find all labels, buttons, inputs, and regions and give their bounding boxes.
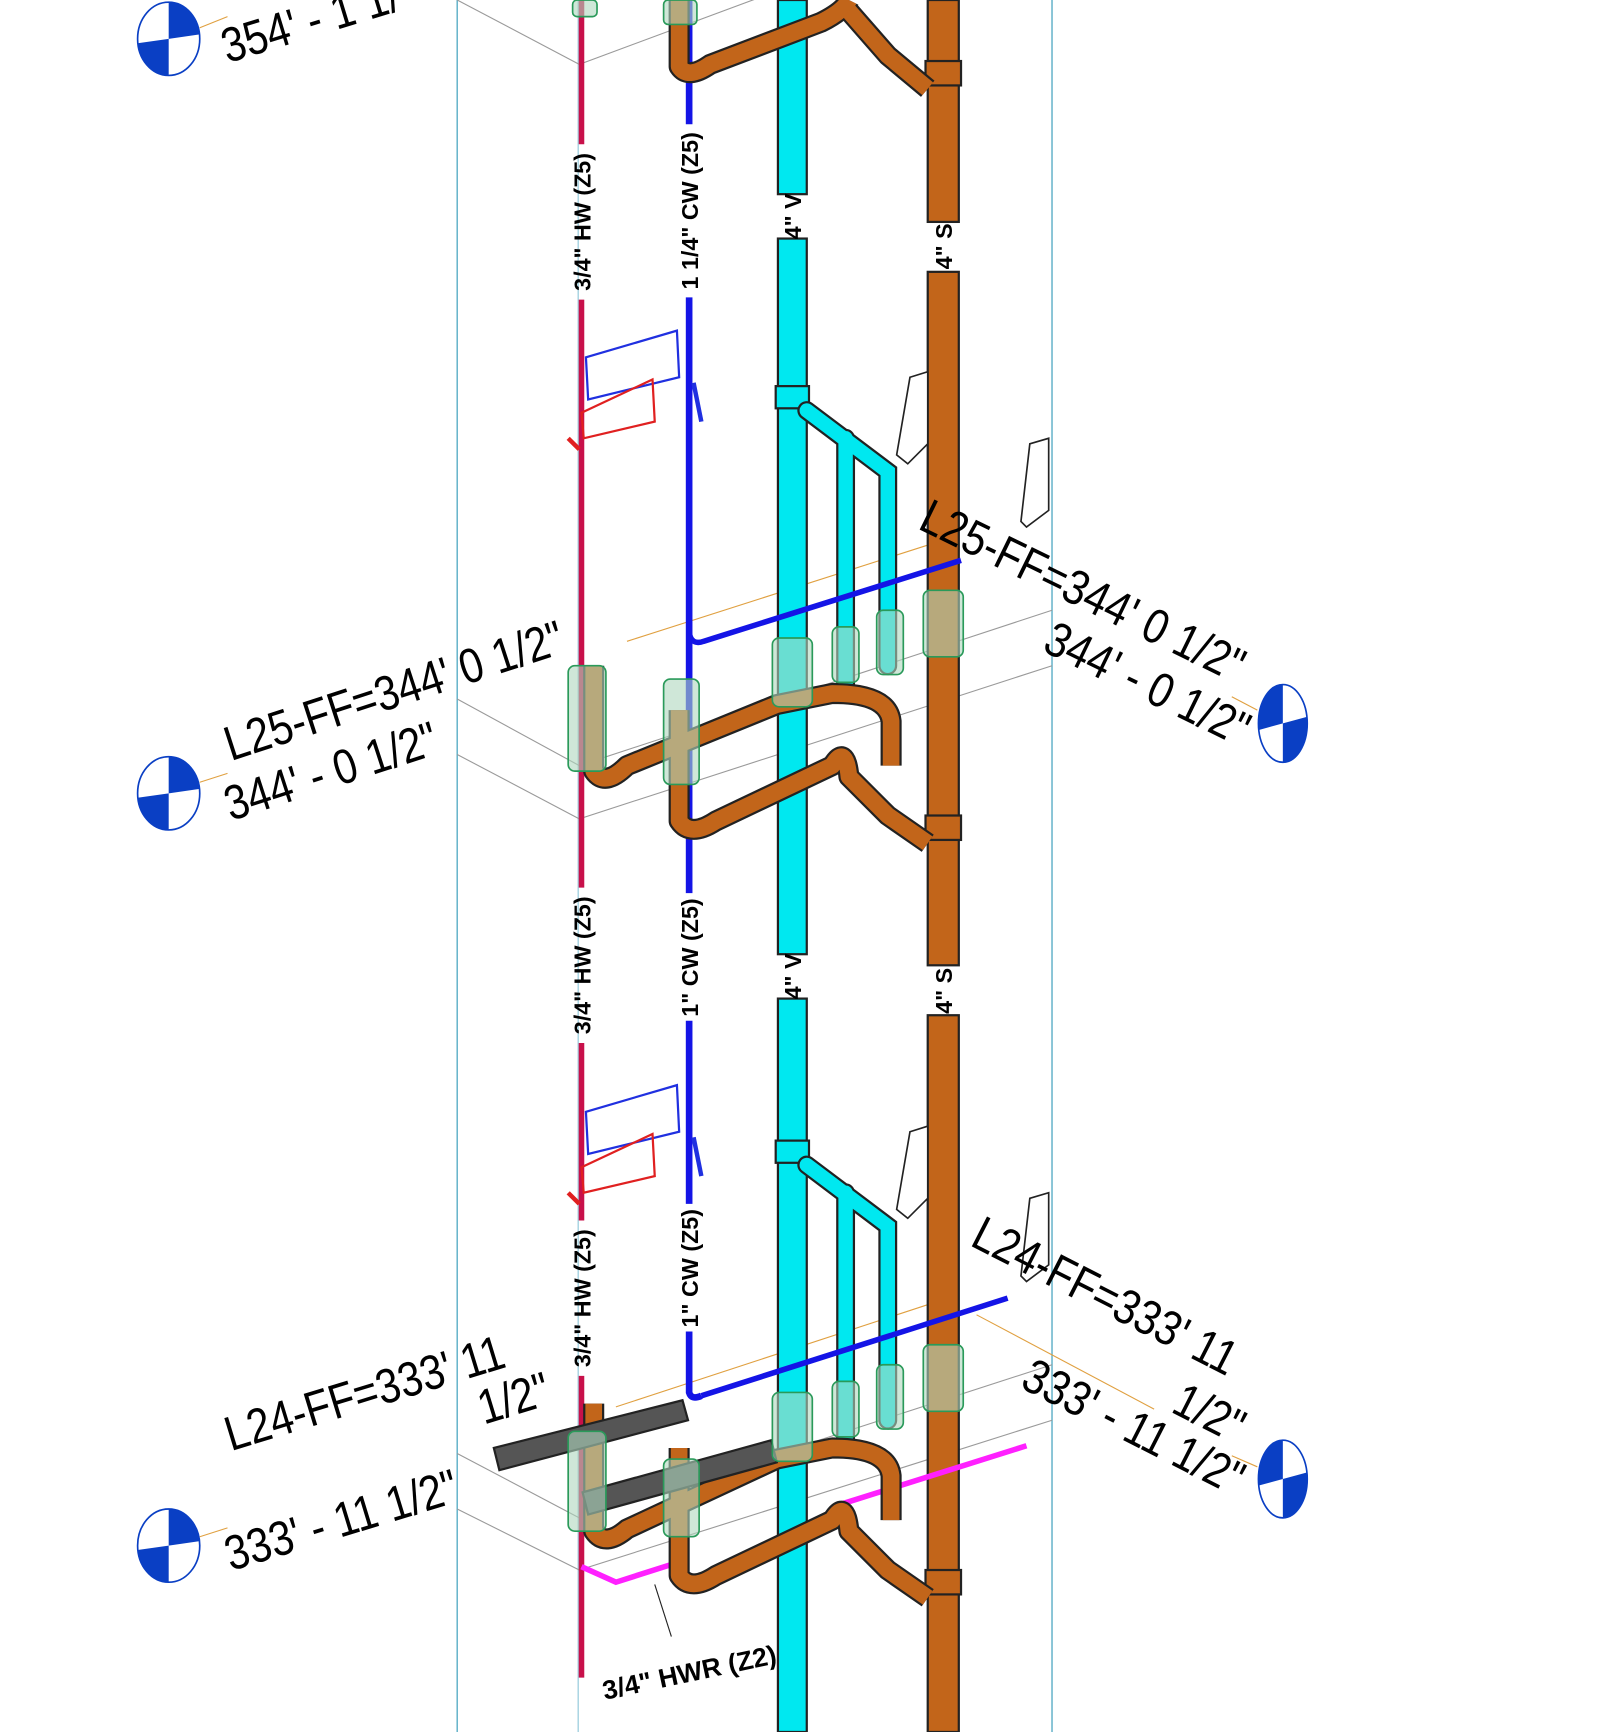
level-marker-top-left: 354' - 1 1/ — [136, 0, 407, 77]
level-marker-l25-right: L25-FF=344' 0 1/2" 344' - 0 1/2" — [912, 488, 1309, 764]
level-head-icon — [1257, 1439, 1309, 1519]
label-s-middle: 4" S — [931, 968, 957, 1014]
hwr-leader-line — [654, 1584, 672, 1637]
pipe-labels-upper: 3/4" HW (Z5) 1 1/4" CW (Z5) 4" V 4" S — [569, 132, 957, 291]
level-head-icon — [136, 1508, 201, 1584]
floor-slab-outlines — [456, 0, 1053, 1571]
vent-stack-4in — [774, 0, 811, 1732]
label-s-upper: 4" S — [931, 223, 957, 269]
label-hw-lower: 3/4" HW (Z5) — [569, 1229, 595, 1367]
level-head-icon — [136, 755, 201, 831]
label-cw-lower: 1" CW (Z5) — [677, 1209, 703, 1327]
label-cw-upper: 1 1/4" CW (Z5) — [677, 132, 703, 289]
label-hwr: 3/4" HWR (Z2) — [600, 1640, 779, 1706]
level-head-icon — [136, 1, 201, 77]
pipe-labels-middle: 3/4" HW (Z5) 1" CW (Z5) 4" V 4" S — [569, 896, 957, 1034]
pipe-sleeves — [567, 0, 965, 1538]
level-marker-l24-right: L24-FF=333' 11 1/2" 333' - 11 1/2" — [964, 1206, 1309, 1519]
fixture-supply-frames — [566, 329, 704, 1206]
level-name-line1: L24-FF=333' 11 — [218, 1324, 511, 1461]
hot-water-return-pipe — [580, 1443, 1028, 1586]
fixture-carriers — [895, 370, 1050, 1283]
label-hw-middle: 3/4" HW (Z5) — [569, 896, 595, 1034]
level-elevation: 354' - 1 1/ — [215, 0, 407, 74]
label-v-upper: 4" V — [780, 193, 806, 239]
vent-branches — [797, 401, 898, 1452]
level-head-icon — [1257, 683, 1309, 764]
label-v-middle: 4" V — [780, 953, 806, 999]
level-marker-l25-left: L25-FF=344' 0 1/2" 344' - 0 1/2" — [136, 610, 571, 831]
pipe-labels-lower: 3/4" HW (Z5) 1" CW (Z5) — [569, 1209, 703, 1367]
level-marker-l24-left: L24-FF=333' 11 1/2" 333' - 11 1/2" — [136, 1324, 556, 1584]
level-elevation: 333' - 11 1/2" — [218, 1458, 465, 1581]
label-hw-upper: 3/4" HW (Z5) — [569, 153, 595, 291]
sanitary-branches — [583, 0, 935, 1607]
label-cw-middle: 1" CW (Z5) — [677, 898, 703, 1016]
